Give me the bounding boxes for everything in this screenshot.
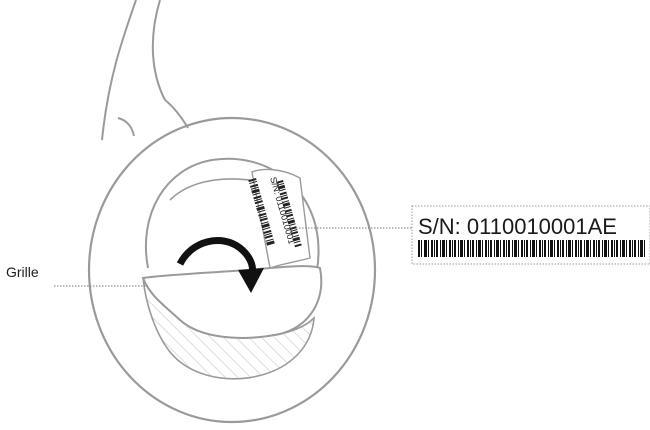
inner-cavity-outline	[144, 157, 320, 291]
callout-barcode	[418, 240, 645, 257]
inner-shell-curve	[169, 178, 263, 201]
serial-sticker: S/N: 0110010001	[248, 168, 311, 269]
serial-number-text: S/N: 0110010001AE	[418, 214, 617, 239]
sticker-barcode	[248, 178, 275, 246]
headband	[101, 0, 189, 141]
grille-hatched-area	[142, 277, 315, 380]
outer-earcup	[87, 116, 377, 424]
grille-label: Grille	[6, 264, 39, 280]
grille-flap	[141, 265, 323, 380]
rotate-arrow-icon	[176, 237, 264, 293]
sticker-barcode-lower	[276, 180, 302, 248]
serial-callout: S/N: 0110010001AE	[411, 205, 650, 265]
